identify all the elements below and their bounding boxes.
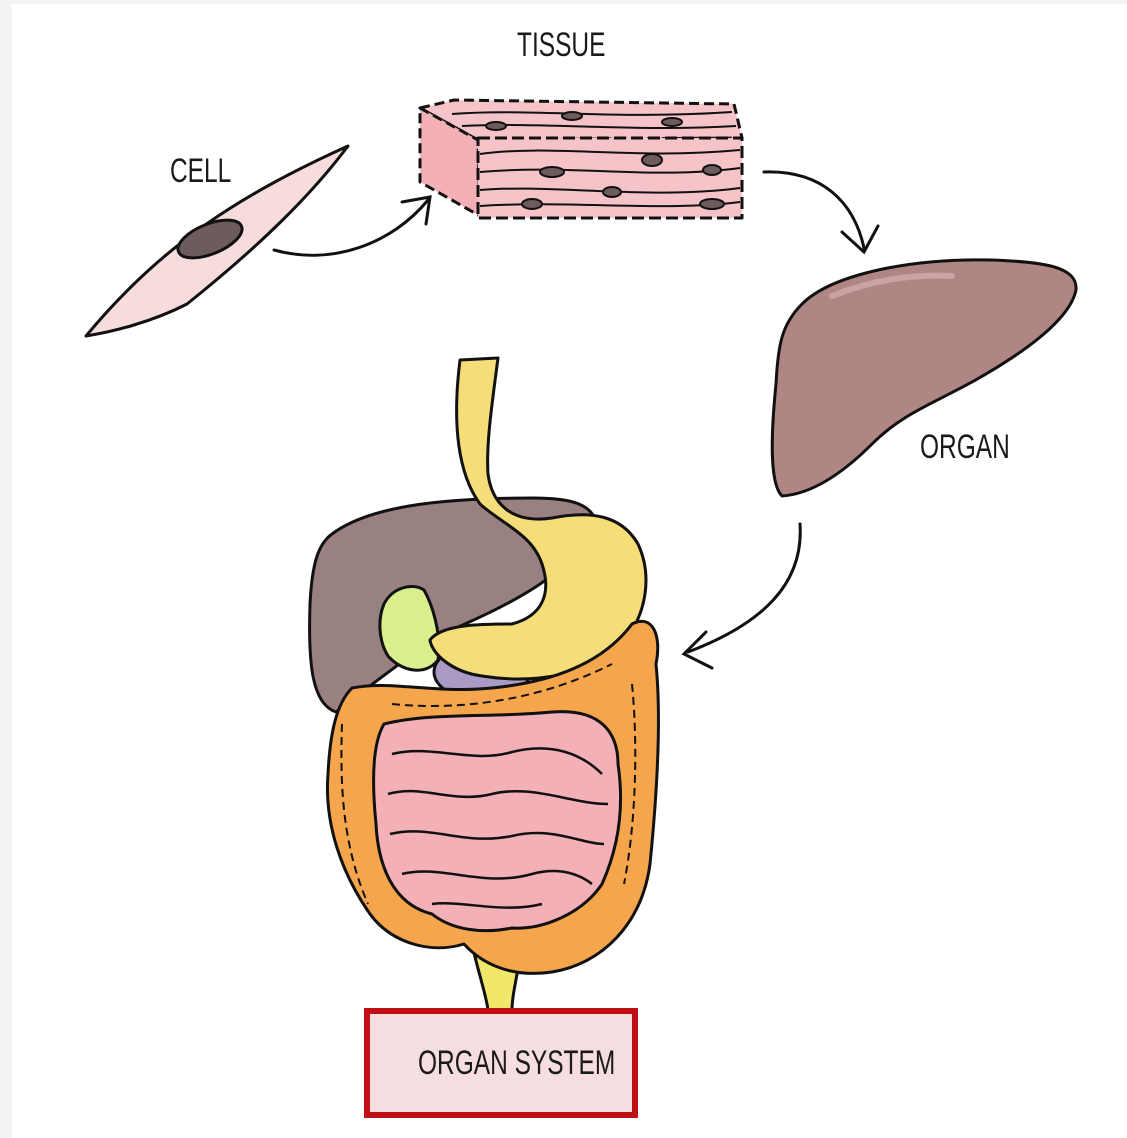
organ-system-label: ORGAN SYSTEM xyxy=(418,1044,615,1083)
arrow-organ-to-system xyxy=(684,524,800,668)
organ-label: ORGAN xyxy=(920,428,1010,467)
tissue-label: TISSUE xyxy=(517,26,605,65)
cell-label: CELL xyxy=(170,152,231,191)
diagram-canvas: TISSUE CELL ORGAN ORGAN SYSTEM xyxy=(12,4,1127,1138)
digestive-system-illustration xyxy=(310,358,659,1010)
organ-system-box: ORGAN SYSTEM xyxy=(364,1008,638,1118)
tissue-illustration xyxy=(420,100,742,218)
arrow-tissue-to-organ xyxy=(764,172,878,252)
